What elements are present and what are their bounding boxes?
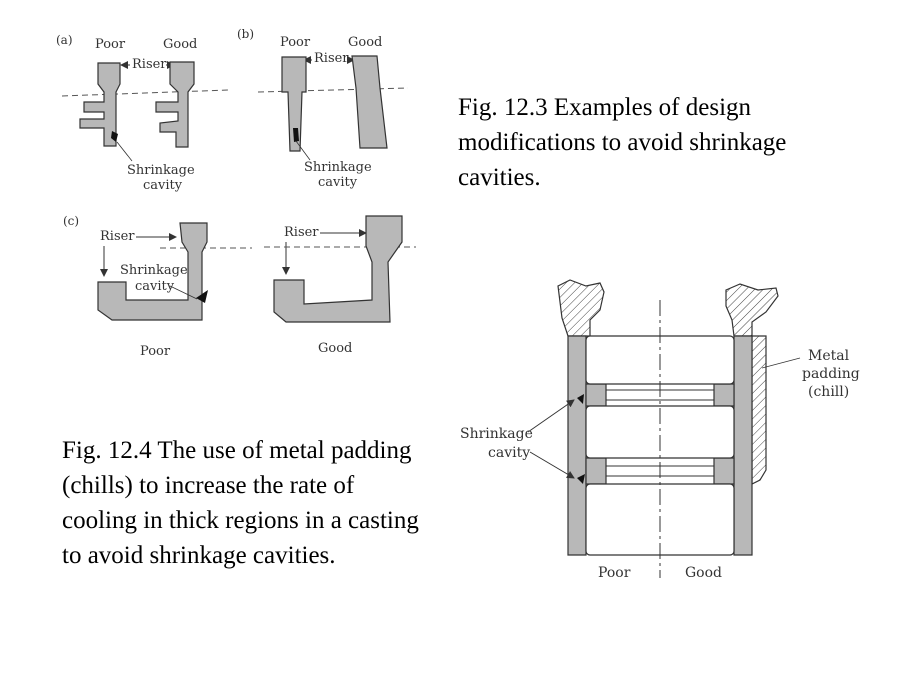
fig-12-4-caption: Fig. 12.4 The use of metal padding (chil… <box>62 437 419 569</box>
panel-c-riser-label-left: Riser <box>100 229 135 244</box>
panel-a-cavity-label-1: Shrinkage <box>127 163 195 178</box>
panel-b-riser-label: Riser <box>314 51 349 66</box>
fig-12-4-left-wall <box>567 335 587 556</box>
fig-12-3-panel-a: (a) Poor Good Riser Shrinkage cavity <box>56 33 229 193</box>
fig-12-4-metal-padding <box>751 335 767 485</box>
fig-12-4-cavity-upper <box>577 394 584 404</box>
panel-a-poor-cavity <box>111 131 118 142</box>
panel-a-cavity-label-2: cavity <box>143 178 183 193</box>
fig-12-4-cavity-arrow-lower <box>529 451 575 479</box>
panel-a-cavity-leader <box>116 141 133 162</box>
panel-a-poor-label: Poor <box>95 37 126 52</box>
fig-12-3-caption: Fig. 12.3 Examples of design modificatio… <box>458 94 787 191</box>
panel-a-parting-line <box>61 89 229 97</box>
panel-b-good-label: Good <box>348 35 382 50</box>
fig-12-4-metal-label-3: (chill) <box>808 384 849 400</box>
panel-c-riser-label-right: Riser <box>284 225 319 240</box>
fig-12-3-panel-c: (c) Riser Shrinkage cavity Poor Riser Go… <box>63 214 416 359</box>
panel-a-good-label: Good <box>163 37 197 52</box>
panel-c-poor-cavity <box>196 290 208 303</box>
fig-12-4-metal-label-1: Metal <box>808 348 850 364</box>
panel-c-cavity-label-2: cavity <box>135 279 175 294</box>
panel-b-good-casting <box>351 55 388 149</box>
fig-12-4-good-label: Good <box>685 565 722 581</box>
panel-a-tag: (a) <box>56 33 73 47</box>
panel-b-poor-casting <box>281 56 307 152</box>
panel-b-cavity-label-2: cavity <box>318 175 358 190</box>
fig-12-4-diagram: Metal padding (chill) Shrinkage cavity P… <box>460 279 860 581</box>
fig-12-4-metal-label-2: padding <box>802 366 860 382</box>
fig-12-4-top-mold-left <box>557 279 605 337</box>
fig-12-4-poor-label: Poor <box>598 565 631 581</box>
panel-b-poor-cavity <box>293 128 299 142</box>
panel-a-riser-label: Riser <box>132 57 167 72</box>
panel-b-poor-label: Poor <box>280 35 311 50</box>
panel-c-cavity-label-1: Shrinkage <box>120 263 188 278</box>
fig-12-4-cavity-label-1: Shrinkage <box>460 426 533 442</box>
panel-c-cavity-leader <box>169 285 198 300</box>
fig-12-4-cavity-arrow-upper <box>527 399 575 433</box>
panel-b-tag: (b) <box>237 27 254 41</box>
panel-c-poor-label: Poor <box>140 344 171 359</box>
panel-b-cavity-leader <box>295 140 311 161</box>
panel-b-cavity-label-1: Shrinkage <box>304 160 372 175</box>
fig-12-4-cavity-label-2: cavity <box>488 445 530 461</box>
panel-c-good-casting <box>273 215 403 323</box>
panel-a-poor-casting <box>79 62 121 147</box>
fig-12-4-metal-leader <box>761 357 801 369</box>
panel-a-good-casting <box>155 61 195 148</box>
panel-c-good-label: Good <box>318 341 352 356</box>
fig-12-4-cavity-lower <box>577 474 585 484</box>
panel-c-tag: (c) <box>63 214 79 228</box>
fig-12-4-right-wall <box>733 335 753 556</box>
fig-12-3-panel-b: (b) Poor Good Riser Shrinkage cavity <box>237 27 409 190</box>
fig-12-4-top-mold-right <box>725 283 779 337</box>
panel-b-parting-line <box>257 87 409 93</box>
panel-c-poor-casting <box>97 222 208 321</box>
